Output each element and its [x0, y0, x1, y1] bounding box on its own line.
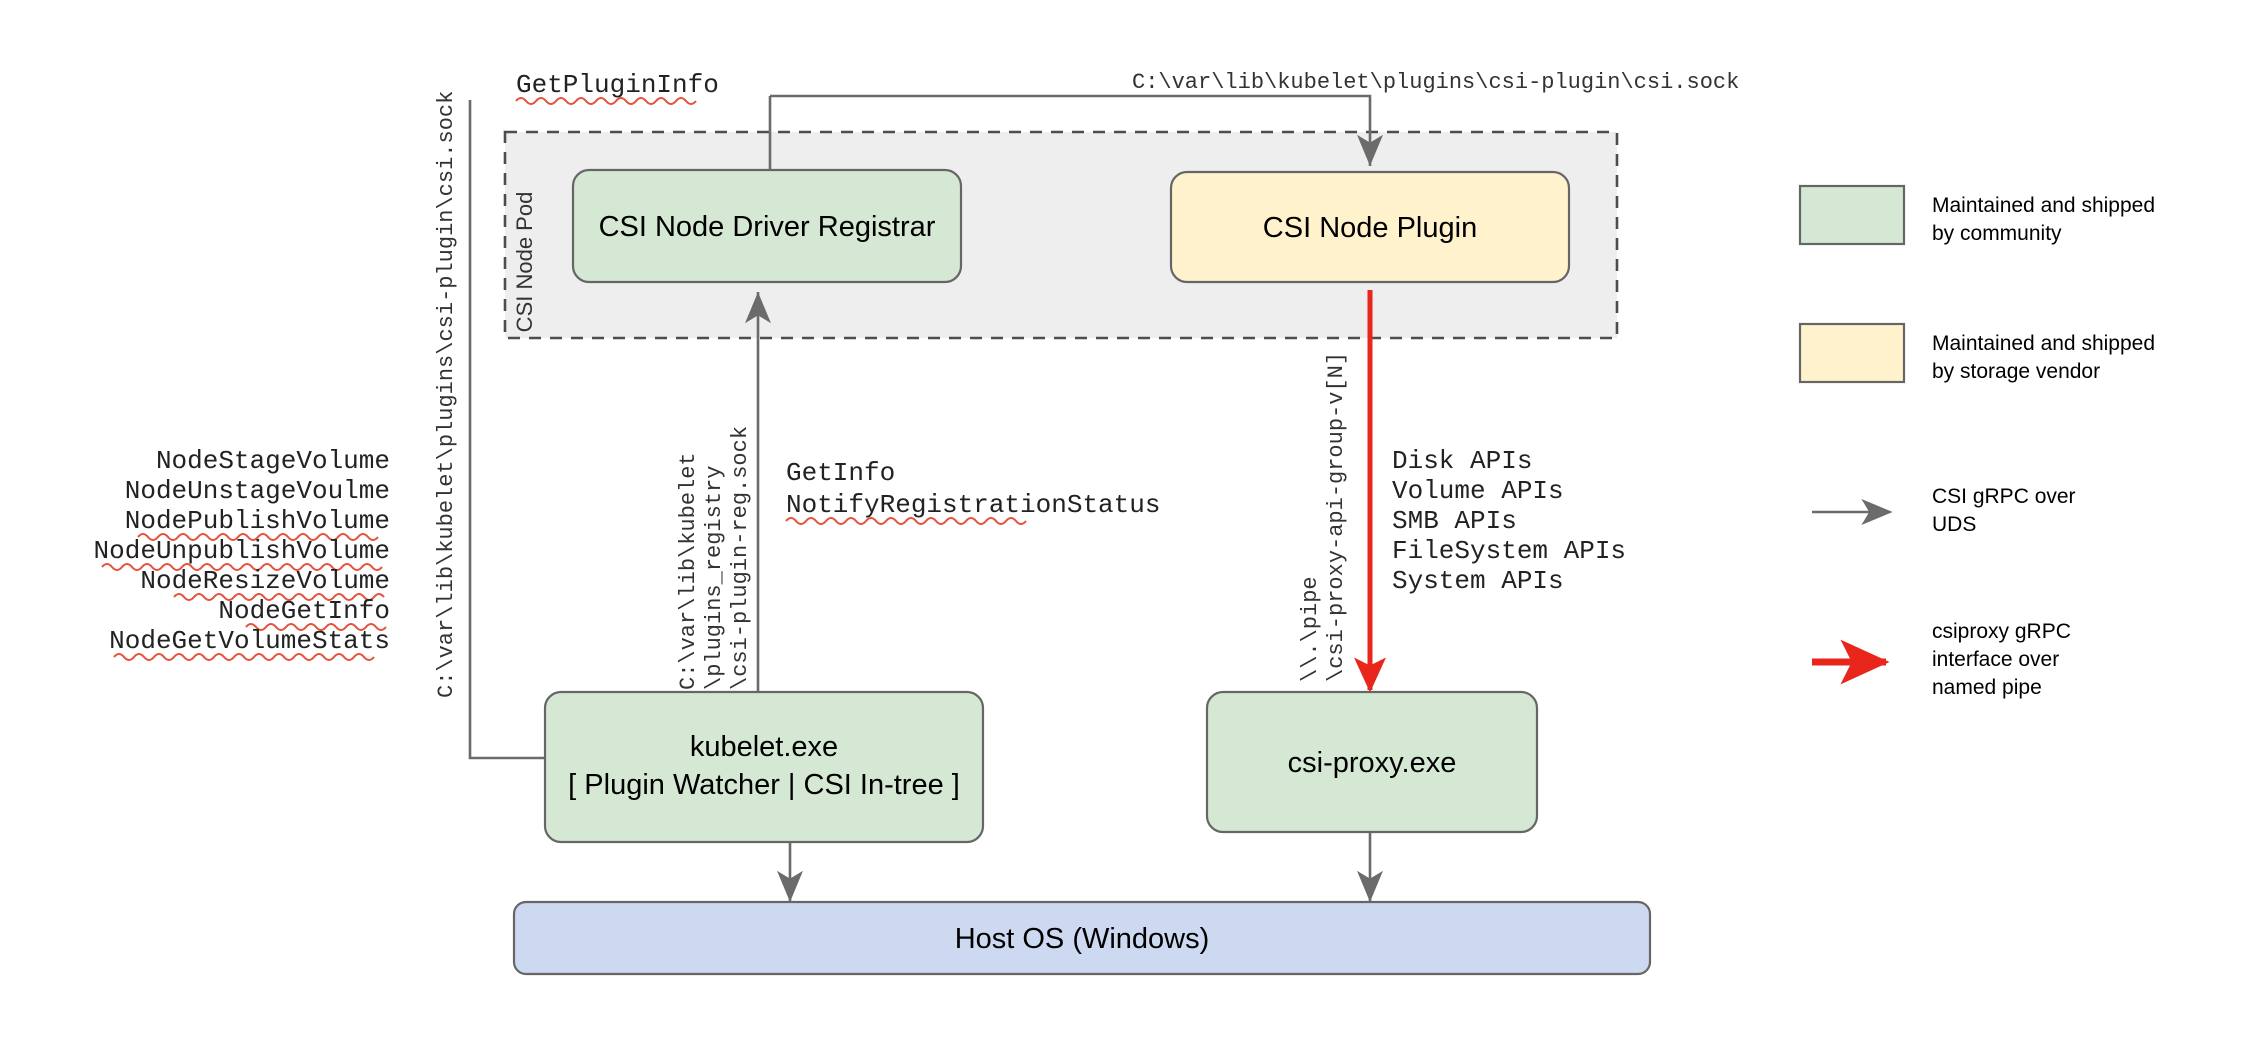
legend-uds-line1: CSI gRPC over — [1932, 485, 2076, 508]
spellcheck-underline — [137, 533, 379, 541]
node-csi-proxy-exe[interactable] — [1205, 690, 1539, 834]
label-csi-sock-top: C:\var\lib\kubelet\plugins\csi-plugin\cs… — [1132, 70, 1739, 95]
spellcheck-underline — [113, 653, 375, 661]
label-named-pipe-line1: \\.\pipe — [1298, 576, 1323, 682]
api-item: NodePublishVolume — [125, 506, 390, 536]
legend-community-line1: Maintained and shipped — [1932, 194, 2155, 217]
label-notifyregistrationstatus: NotifyRegistrationStatus — [786, 490, 1160, 520]
proxy-api-item: Disk APIs — [1392, 446, 1532, 476]
csi-proxy-label: csi-proxy.exe — [1288, 747, 1457, 779]
api-item: NodeGetVolumeStats — [109, 626, 390, 656]
csi-proxy-api-list: Disk APIs Volume APIs SMB APIs FileSyste… — [1392, 446, 1626, 596]
proxy-api-item: Volume APIs — [1392, 476, 1564, 506]
label-getplugininfo: GetPluginInfo — [516, 70, 719, 100]
csi-node-driver-registrar-label: CSI Node Driver Registrar — [599, 211, 936, 243]
edge-getplugininfo — [468, 100, 545, 760]
label-getinfo: GetInfo — [786, 458, 895, 488]
host-os-label: Host OS (Windows) — [955, 923, 1210, 955]
legend: Maintained and shipped by community Main… — [1798, 184, 2155, 699]
api-item: NodeStageVolume — [156, 446, 390, 476]
spellcheck-underline — [101, 563, 383, 571]
node-kubelet-exe[interactable] — [543, 690, 985, 844]
csi-node-pod-label: CSI Node Pod — [512, 192, 537, 333]
legend-pipe-line1: csiproxy gRPC — [1932, 620, 2071, 643]
legend-swatch-community — [1798, 184, 1906, 246]
node-host-os[interactable] — [512, 900, 1652, 976]
label-reg-sock-line3: \csi-plugin-reg.sock — [728, 426, 753, 690]
label-reg-sock-line2: \plugins_registry — [702, 466, 727, 690]
legend-community-line2: by community — [1932, 222, 2062, 245]
node-service-api-list: NodeStageVolume NodeUnstageVoulme NodePu… — [94, 446, 390, 661]
kubelet-label-line2: [ Plugin Watcher | CSI In-tree ] — [568, 769, 960, 801]
node-csi-node-driver-registrar[interactable] — [571, 168, 963, 284]
api-item: NodeResizeVolume — [140, 566, 390, 596]
api-item: NodeUnpublishVolume — [94, 536, 390, 566]
legend-vendor-line2: by storage vendor — [1932, 360, 2100, 383]
label-reg-sock-line1: C:\var\lib\kubelet — [676, 452, 701, 690]
legend-pipe-line3: named pipe — [1932, 676, 2042, 699]
spellcheck-underline-getplugininfo — [515, 97, 697, 105]
edge-csi-sock-to-node-plugin — [770, 94, 1383, 166]
api-item: NodeGetInfo — [218, 596, 390, 626]
spellcheck-underline — [245, 623, 387, 631]
label-named-pipe-line2: \csi-proxy-api-group-v[N] — [1324, 352, 1349, 682]
proxy-api-item: System APIs — [1392, 566, 1564, 596]
proxy-api-item: FileSystem APIs — [1392, 536, 1626, 566]
spellcheck-underline — [173, 593, 385, 601]
legend-vendor-line1: Maintained and shipped — [1932, 332, 2155, 355]
proxy-api-item: SMB APIs — [1392, 506, 1517, 536]
legend-pipe-line2: interface over — [1932, 648, 2059, 671]
spellcheck-underline-notifyregistrationstatus — [785, 517, 1027, 525]
label-csi-sock-left: C:\var\lib\kubelet\plugins\csi-plugin\cs… — [434, 91, 459, 698]
api-item: NodeUnstageVoulme — [125, 476, 390, 506]
kubelet-label-line1: kubelet.exe — [690, 731, 838, 763]
csi-node-plugin-label: CSI Node Plugin — [1263, 212, 1477, 244]
legend-uds-line2: UDS — [1932, 513, 1976, 536]
legend-swatch-vendor — [1798, 322, 1906, 384]
node-csi-node-plugin[interactable] — [1169, 170, 1571, 284]
